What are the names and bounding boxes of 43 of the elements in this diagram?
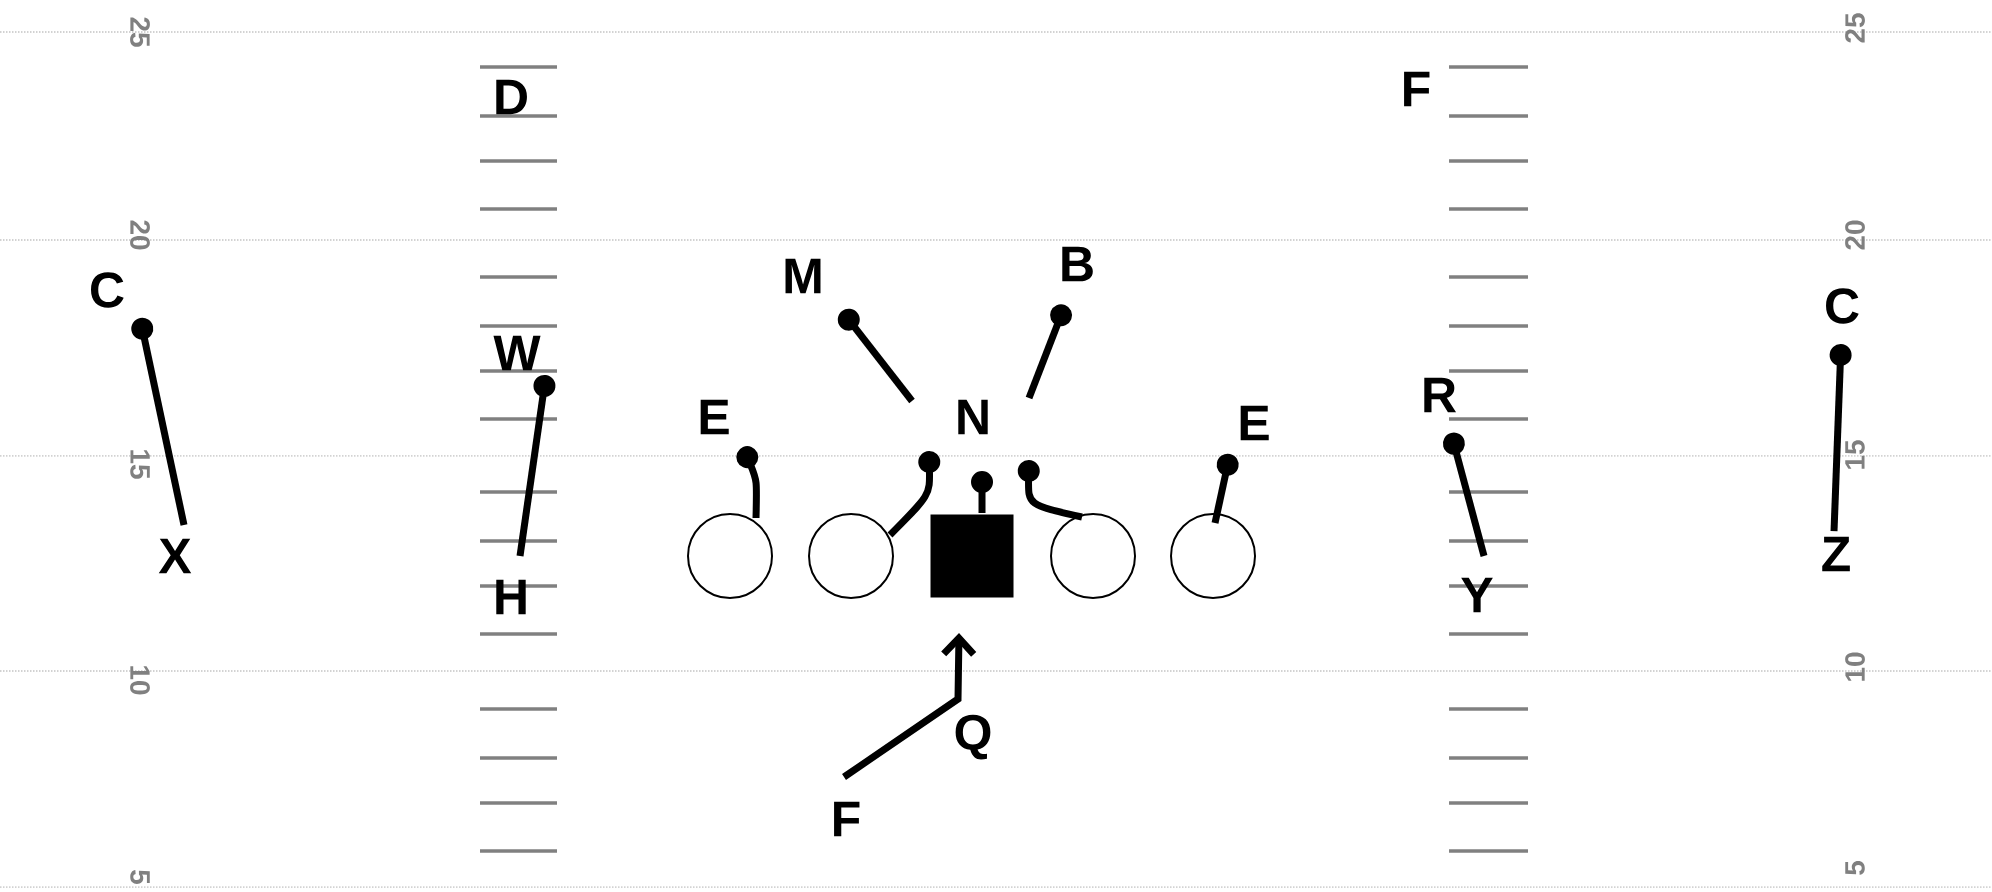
player-letter: E [700,399,729,435]
yard-number: 5 [1845,861,1865,875]
block-line [837,308,915,404]
block-line [1211,453,1239,524]
yard-number: 20 [130,220,150,250]
block-line [1025,304,1073,400]
yard-number: 5 [130,870,150,884]
yard-number: 10 [1845,652,1865,681]
player-letter: E [1240,405,1269,441]
player-letter: F [834,801,860,837]
yard-number: 20 [1845,220,1865,250]
yard-number: 25 [1845,13,1865,43]
player-letter: M [785,258,821,294]
route-arrow [842,633,977,780]
block-line [887,451,941,538]
player-letter: W [493,335,541,371]
block-line [1017,460,1083,521]
block-line [1442,432,1488,557]
yard-number: 10 [130,666,150,695]
lineman-circle [808,513,894,599]
center-square [930,514,1014,598]
yard-number: 15 [130,450,150,479]
block-line [1829,344,1852,532]
yard-number: 25 [130,17,150,47]
lineman-circle [1050,513,1136,599]
player-letter: F [1404,71,1430,107]
player-letter: R [1424,377,1457,413]
player-letter: C [1826,288,1859,324]
player-letter: N [958,399,988,435]
player-letter: Q [955,714,991,760]
block-line [516,374,556,557]
block-line [131,317,188,526]
player-letter: C [91,272,124,308]
lineman-circle [687,513,773,599]
lineman-circle [1170,513,1256,599]
player-letter: H [496,579,526,615]
block-line [736,446,760,519]
player-letter: X [158,538,192,574]
yard-number: 15 [1845,440,1865,469]
player-letter: Z [1822,536,1850,572]
player-letter: Y [1461,577,1493,613]
player-letter: D [496,79,527,115]
player-letter: B [1062,246,1093,282]
